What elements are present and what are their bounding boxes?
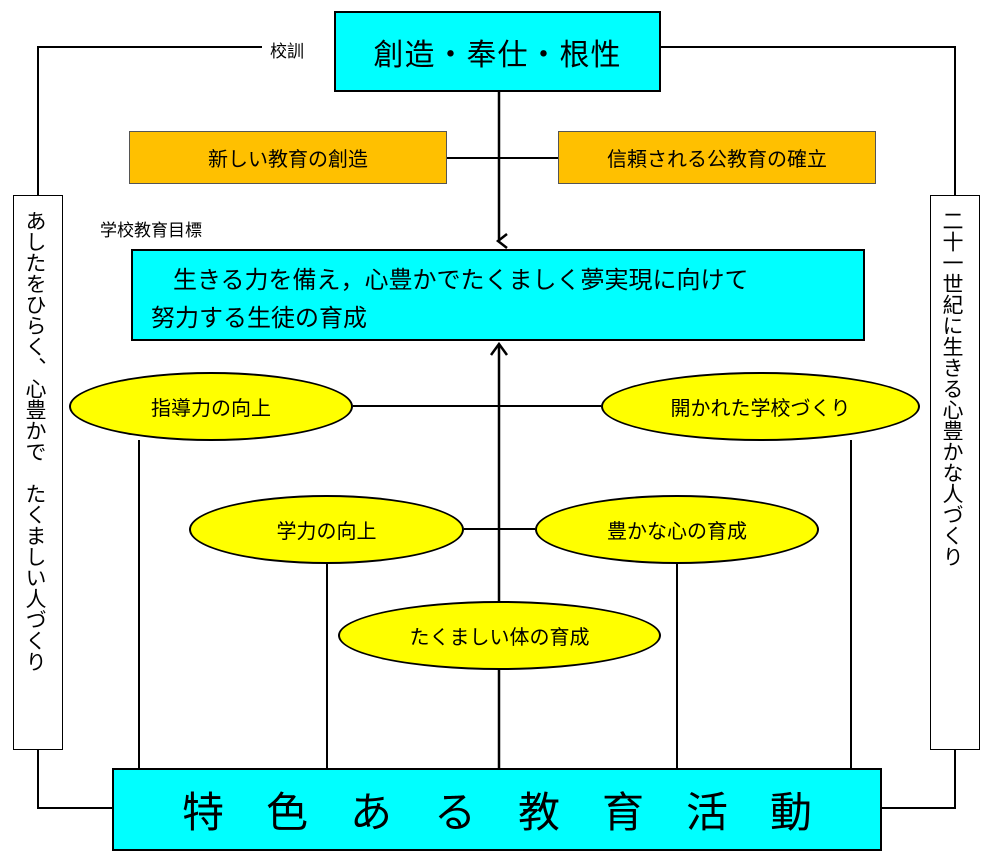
bottom-box: 特 色 あ る 教 育 活 動 [112, 768, 882, 851]
bottom-text: 特 色 あ る 教 育 活 動 [181, 788, 812, 837]
ellipse-heart-text: 豊かな心の育成 [607, 519, 747, 543]
ellipse-open-school-text: 開かれた学校づくり [670, 396, 851, 420]
motto-box: 創造・奉仕・根性 [334, 11, 661, 92]
ellipse-teaching: 指導力の向上 [69, 372, 353, 441]
side-right-text: 二十一世紀に生きる心豊かな人づくり [940, 210, 964, 567]
pillar-left: 新しい教育の創造 [129, 131, 447, 184]
ellipse-body: たくましい体の育成 [338, 601, 661, 670]
motto-text: 創造・奉仕・根性 [373, 37, 622, 73]
pillar-right: 信頼される公教育の確立 [558, 131, 876, 184]
pillar-right-text: 信頼される公教育の確立 [607, 147, 827, 171]
side-box-left: あしたをひらく、心豊かで たくましい人づくり [13, 195, 63, 750]
pillar-left-text: 新しい教育の創造 [208, 147, 368, 171]
arrow-up-head [489, 341, 509, 356]
ellipse-heart: 豊かな心の育成 [535, 495, 819, 564]
goal-label: 学校教育目標 [100, 221, 202, 241]
ellipse-academic: 学力の向上 [189, 495, 464, 564]
goal-box: 生きる力を備え，心豊かでたくましく夢実現に向けて 努力する生徒の育成 [131, 249, 865, 341]
outer-frame-right [660, 46, 956, 195]
ellipse-academic-text: 学力の向上 [276, 519, 377, 543]
motto-label: 校訓 [270, 42, 304, 62]
ellipse-body-text: たくましい体の育成 [409, 625, 590, 649]
goal-text-line1: 生きる力を備え，心豊かでたくましく夢実現に向けて [173, 266, 749, 294]
outer-frame-bottom-right [882, 750, 956, 809]
ellipse-teaching-text: 指導力の向上 [151, 396, 271, 420]
goal-text-line2: 努力する生徒の育成 [151, 304, 367, 332]
outer-frame-left [37, 46, 262, 195]
side-left-text: あしたをひらく、心豊かで たくましい人づくり [23, 210, 47, 672]
side-box-right: 二十一世紀に生きる心豊かな人づくり [930, 195, 980, 750]
ellipse-open-school: 開かれた学校づくり [601, 372, 920, 441]
outer-frame-bottom-left [37, 750, 112, 809]
